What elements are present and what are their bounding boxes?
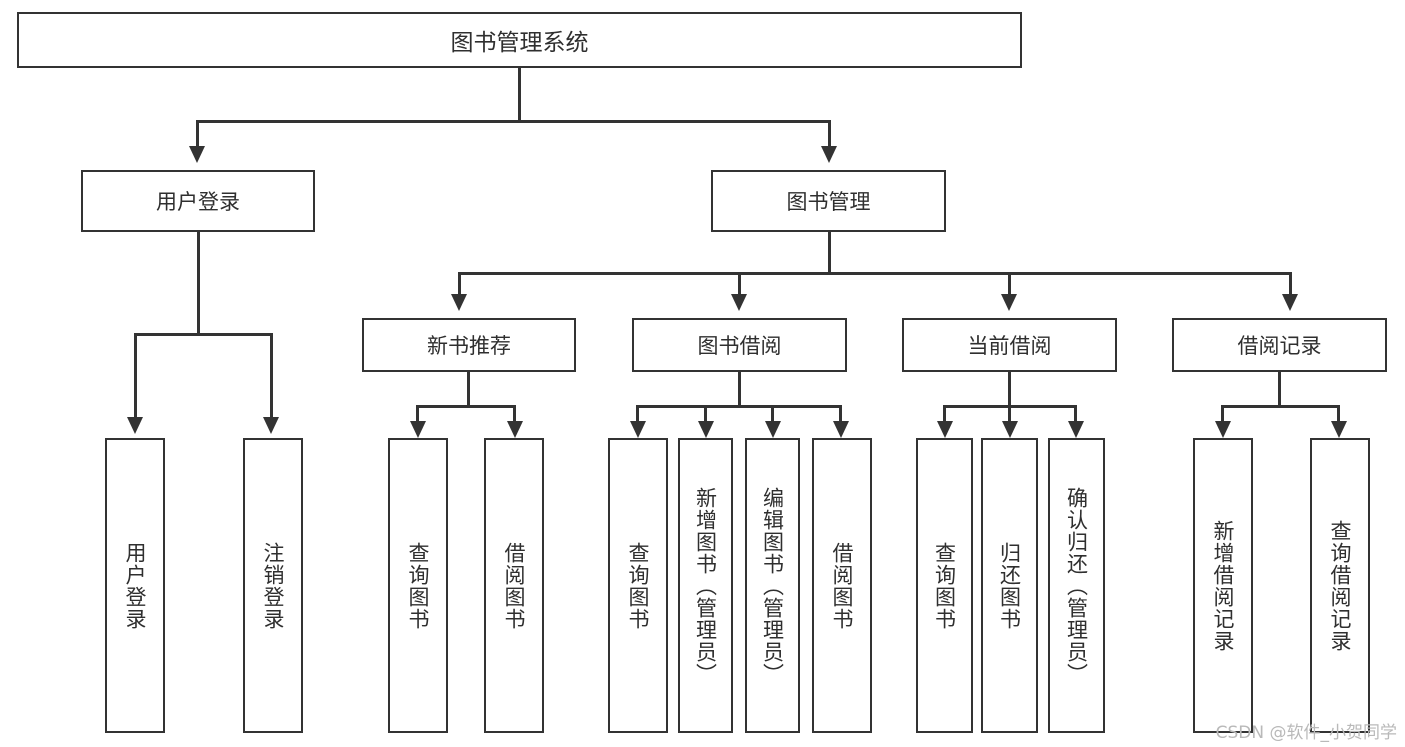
connector-root-to-book-manage [828,120,831,148]
connector-root-to-user-login [196,120,199,148]
connector-user-login-to-leaf-1 [134,333,137,419]
connector-current-borrow-stem [1008,372,1011,407]
connector-to-borrow-record [1289,272,1292,296]
arrowhead-br-leaf-1 [1215,421,1231,438]
connector-new-book-bar [416,405,516,408]
connector-new-book-stem [467,372,470,407]
node-label: 查询图书 [626,541,651,630]
node-label: 查询图书 [406,541,431,630]
arrowhead-cb-leaf-1 [937,421,953,438]
node-label: 确认归还（管理员） [1064,486,1089,685]
arrowhead-bb-leaf-4 [833,421,849,438]
arrowhead-new-book [451,294,467,311]
node-label: 新增借阅记录 [1211,519,1236,652]
node-label: 当前借阅 [967,334,1052,358]
connector-cb-leaf-1 [943,405,946,423]
connector-bb-leaf-2 [704,405,707,423]
connector-new-book-leaf-2 [513,405,516,423]
connector-book-borrow-bar [636,405,842,408]
connector-book-manage-stem [828,232,831,274]
node-label: 借阅图书 [502,541,527,630]
connector-bb-leaf-3 [771,405,774,423]
node-label: 用户登录 [156,190,240,214]
connector-book-manage-bar [458,272,1292,275]
arrowhead-nb-leaf-1 [410,421,426,438]
connector-bb-leaf-1 [636,405,639,423]
node-root-system[interactable]: 图书管理系统 [17,12,1022,68]
node-book-manage[interactable]: 图书管理 [711,170,946,232]
node-label: 图书管理 [786,190,871,214]
connector-br-leaf-2 [1337,405,1340,423]
node-label: 图书管理系统 [450,30,589,56]
node-label: 新增图书（管理员） [693,486,718,685]
node-label: 查询借阅记录 [1328,519,1353,652]
leaf-cb-return-book[interactable]: 归还图书 [981,438,1038,733]
leaf-cb-query-book[interactable]: 查询图书 [916,438,973,733]
node-label: 注销登录 [261,541,286,630]
leaf-bb-query-book[interactable]: 查询图书 [608,438,668,733]
leaf-user-login[interactable]: 用户登录 [105,438,165,733]
csdn-watermark: CSDN @软件_小贺同学 [1215,723,1397,743]
arrowhead-user-login [189,146,205,163]
arrowhead-bb-leaf-2 [698,421,714,438]
node-label: 借阅图书 [830,541,855,630]
node-label: 用户登录 [123,541,148,630]
arrowhead-leaf-logout [263,417,279,434]
arrowhead-borrow-record [1282,294,1298,311]
connector-to-new-book [458,272,461,296]
connector-cb-leaf-3 [1074,405,1077,423]
arrowhead-leaf-user-login [127,417,143,434]
connector-user-login-bar [134,333,272,336]
leaf-bb-edit-book[interactable]: 编辑图书（管理员） [745,438,800,733]
node-book-borrow[interactable]: 图书借阅 [632,318,847,372]
leaf-br-query-record[interactable]: 查询借阅记录 [1310,438,1370,733]
connector-to-book-borrow [738,272,741,296]
connector-new-book-leaf-1 [416,405,419,423]
arrowhead-book-borrow [731,294,747,311]
connector-book-borrow-stem [738,372,741,407]
node-new-book-recommend[interactable]: 新书推荐 [362,318,576,372]
connector-root-bar [196,120,831,123]
leaf-nb-borrow-book[interactable]: 借阅图书 [484,438,544,733]
connector-borrow-record-bar [1221,405,1340,408]
connector-cb-leaf-2 [1008,405,1011,423]
arrowhead-bb-leaf-1 [630,421,646,438]
arrowhead-current-borrow [1001,294,1017,311]
connector-user-login-stem [197,232,200,335]
arrowhead-nb-leaf-2 [507,421,523,438]
connector-user-login-to-leaf-2 [270,333,273,419]
node-label: 新书推荐 [427,334,511,358]
leaf-bb-add-book[interactable]: 新增图书（管理员） [678,438,733,733]
connector-bb-leaf-4 [839,405,842,423]
node-borrow-record[interactable]: 借阅记录 [1172,318,1387,372]
node-label: 查询图书 [932,541,957,630]
arrowhead-cb-leaf-2 [1002,421,1018,438]
node-label: 编辑图书（管理员） [760,486,785,685]
leaf-br-add-record[interactable]: 新增借阅记录 [1193,438,1253,733]
arrowhead-cb-leaf-3 [1068,421,1084,438]
leaf-cb-confirm-return[interactable]: 确认归还（管理员） [1048,438,1105,733]
connector-to-current-borrow [1008,272,1011,296]
leaf-bb-borrow-book[interactable]: 借阅图书 [812,438,872,733]
arrowhead-book-manage [821,146,837,163]
node-label: 借阅记录 [1237,334,1322,358]
leaf-logout[interactable]: 注销登录 [243,438,303,733]
node-user-login[interactable]: 用户登录 [81,170,315,232]
arrowhead-bb-leaf-3 [765,421,781,438]
leaf-nb-query-book[interactable]: 查询图书 [388,438,448,733]
node-label: 归还图书 [997,541,1022,630]
node-label: 图书借阅 [697,334,782,358]
arrowhead-br-leaf-2 [1331,421,1347,438]
connector-br-leaf-1 [1221,405,1224,423]
connector-borrow-record-stem [1278,372,1281,407]
connector-root-stem [518,68,521,120]
node-current-borrow[interactable]: 当前借阅 [902,318,1117,372]
